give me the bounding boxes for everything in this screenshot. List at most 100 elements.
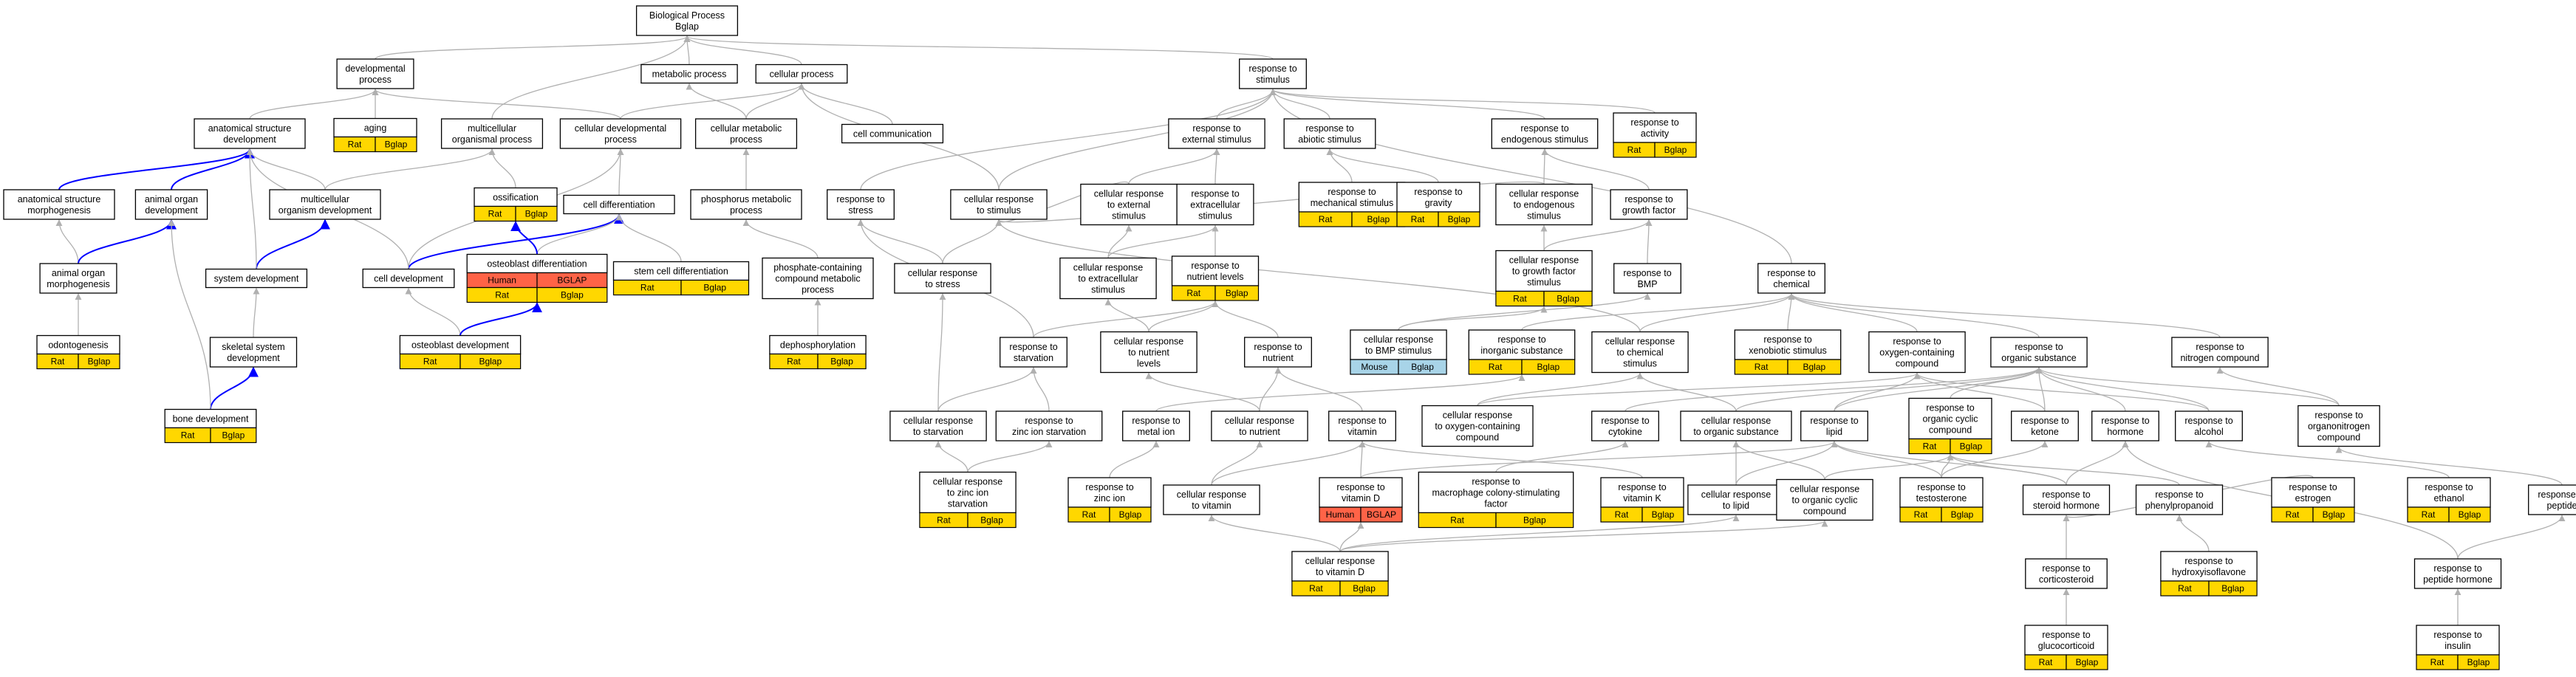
go-term-node[interactable]: metabolic process bbox=[640, 63, 738, 84]
term-label: Biological Process bbox=[649, 10, 725, 21]
term-label: compound bbox=[1896, 359, 1938, 369]
is-a-edge bbox=[1359, 441, 1643, 478]
term-box bbox=[2025, 558, 2108, 589]
go-term-node[interactable]: cell communication bbox=[841, 123, 944, 144]
go-term-node[interactable]: system development bbox=[205, 268, 308, 289]
gene-label: Bglap bbox=[1226, 288, 1248, 298]
term-label: organism development bbox=[279, 205, 372, 216]
go-term-node[interactable]: cell differentiation bbox=[563, 194, 675, 215]
gene-cell bbox=[1109, 506, 1152, 523]
organism-label: Rat bbox=[423, 357, 437, 367]
go-term-node[interactable]: cell development bbox=[362, 268, 455, 289]
term-label: response to bbox=[2015, 342, 2063, 352]
gene-cell bbox=[1339, 580, 1389, 597]
go-term-node[interactable]: cellular process bbox=[755, 63, 848, 84]
